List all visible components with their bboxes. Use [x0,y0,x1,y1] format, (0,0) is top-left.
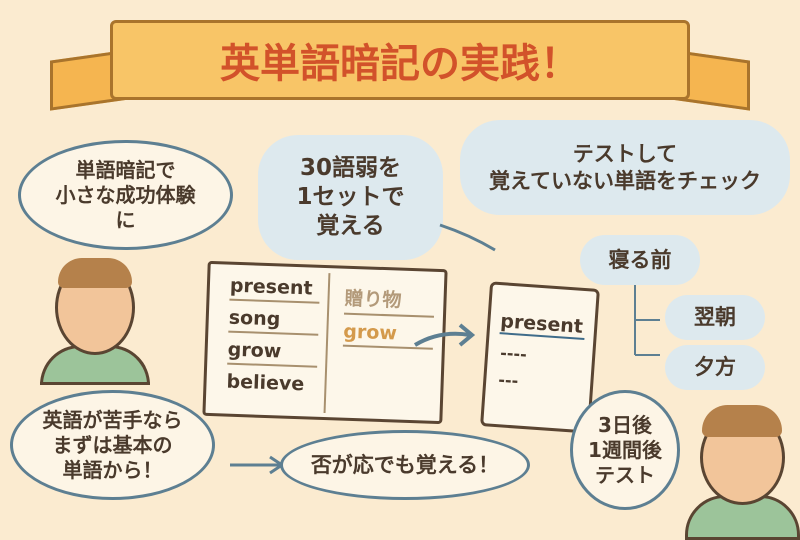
timing-evening: 夕方 [665,345,765,390]
bubble-line: 単語から！ [62,457,163,482]
timing-next-morning: 翌朝 [665,295,765,340]
bubble-line: 英語が苦手なら [42,407,183,432]
speech-bubble-bottom-left: 英語が苦手なら まずは基本の 単語から！ [10,390,215,500]
bubble-bottom-center: 否が応でも覚える！ [280,430,530,500]
bubble-line: 1週間後 [588,437,662,462]
bubble-line: に [115,207,136,232]
bubble-line: 小さな成功体験 [55,182,196,207]
bubble-line: テスト [594,462,655,487]
bubble-line: まずは基本の [52,432,173,457]
memo-dash: --- [497,370,519,391]
person-top-left [40,250,150,385]
bubble-line: 3日後 [598,412,652,437]
cloud-test: テストして 覚えていない単語をチェック [460,120,790,215]
cloud-line: 覚えていない単語をチェック [489,168,761,193]
page-title: 英単語暗記の実践！ [220,41,580,87]
title-banner: 英単語暗記の実践！ [110,20,690,100]
memo-word: present [499,310,586,341]
person-bottom-right [680,395,800,540]
cloud-line: テストして [572,142,678,167]
memo-dash: ---- [499,343,528,365]
bubble-line: 単語暗記で [75,157,176,182]
bubble-text: 否が応でも覚える！ [310,452,500,477]
cloud-line: 1セットで [296,184,405,211]
cloud-line: 30語弱を [299,155,401,182]
cloud-set: 30語弱を 1セットで 覚える [258,135,443,260]
bubble-bottom-right: 3日後 1週間後 テスト [570,390,680,510]
timing-before-sleep: 寝る前 [580,235,700,285]
cloud-line: 覚える [316,212,385,239]
speech-bubble-top-left: 単語暗記で 小さな成功体験 に [18,140,233,250]
